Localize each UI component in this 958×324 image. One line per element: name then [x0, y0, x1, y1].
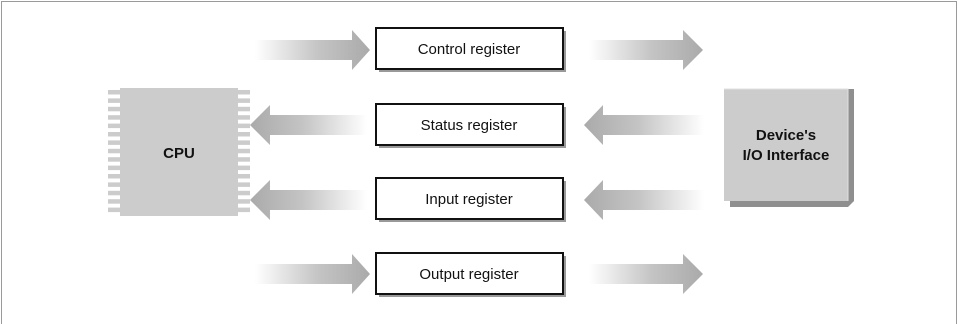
- control-register-label: Control register: [418, 41, 521, 58]
- input-register-label: Input register: [425, 191, 513, 208]
- device-label-line1: Device's: [756, 127, 816, 144]
- cpu-pin: [238, 199, 250, 204]
- register-row-status: Status register: [250, 103, 704, 148]
- cpu-pins-left: [108, 90, 120, 213]
- cpu-pin: [238, 165, 250, 171]
- arrow-cpu-to-control-register: [255, 30, 370, 70]
- arrow-control-register-to-device: [589, 30, 703, 70]
- cpu-pin: [238, 207, 250, 213]
- device-io-interface: Device's I/O Interface: [724, 88, 854, 207]
- control-register-box: [375, 27, 564, 70]
- cpu-pin: [238, 182, 250, 187]
- cpu-pin: [238, 174, 250, 179]
- register-row-input: Input register: [250, 177, 704, 222]
- cpu-pin: [108, 106, 120, 112]
- cpu-pin: [238, 115, 250, 120]
- cpu-pin: [108, 165, 120, 171]
- arrow-device-to-status-register: [584, 105, 704, 145]
- cpu-pin: [108, 207, 120, 213]
- arrow-input-register-to-cpu: [250, 180, 367, 220]
- arrow-status-register-to-cpu: [250, 105, 367, 145]
- cpu-body: [120, 88, 238, 216]
- arrow-cpu-to-output-register: [255, 254, 370, 294]
- cpu-pin: [108, 98, 120, 103]
- arrow-device-to-input-register: [584, 180, 704, 220]
- register-row-output: Output register: [255, 252, 703, 297]
- input-register-box: [375, 177, 564, 220]
- status-register-box: [375, 103, 564, 146]
- cpu-pin: [238, 132, 250, 137]
- device-block-highlight: [724, 88, 849, 201]
- output-register-box: [375, 252, 564, 295]
- cpu-label: CPU: [163, 145, 195, 162]
- device-block: [724, 89, 848, 201]
- arrow-output-register-to-device: [589, 254, 703, 294]
- cpu-pin: [238, 106, 250, 112]
- output-register-label: Output register: [419, 266, 518, 283]
- cpu-pin: [238, 90, 250, 95]
- device-label-line2: I/O Interface: [743, 147, 830, 164]
- cpu-pin: [238, 148, 250, 154]
- cpu-pin: [108, 174, 120, 179]
- cpu-pin: [108, 182, 120, 187]
- cpu-pin: [108, 123, 120, 129]
- cpu-pin: [108, 199, 120, 204]
- cpu-pin: [108, 115, 120, 120]
- cpu-pin: [108, 90, 120, 95]
- cpu-pin: [238, 98, 250, 103]
- cpu-pin: [108, 132, 120, 137]
- cpu-pin: [108, 140, 120, 145]
- cpu-pin: [238, 123, 250, 129]
- cpu-pin: [238, 157, 250, 162]
- register-row-control: Control register: [255, 27, 703, 72]
- cpu-pin: [108, 157, 120, 162]
- cpu-pin: [108, 190, 120, 196]
- cpu-pin: [108, 148, 120, 154]
- cpu-pin: [238, 140, 250, 145]
- cpu-chip: CPU: [108, 88, 250, 216]
- cpu-pin: [238, 190, 250, 196]
- status-register-label: Status register: [421, 117, 518, 134]
- cpu-pins-right: [238, 90, 250, 213]
